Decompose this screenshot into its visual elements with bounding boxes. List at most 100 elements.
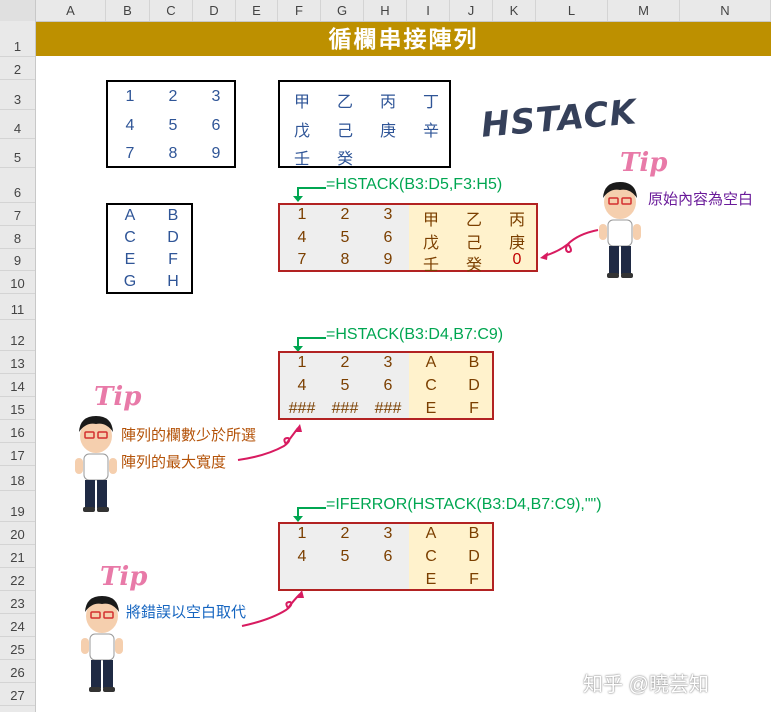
source-letter-cell: D <box>167 229 179 246</box>
row-header-4[interactable]: 4 <box>0 110 35 139</box>
source-stem-cell: 丙 <box>379 94 396 111</box>
arrow-down-icon <box>293 507 326 522</box>
row-header-15[interactable]: 15 <box>0 397 35 420</box>
column-header-n[interactable]: N <box>680 0 771 21</box>
curved-arrow-icon <box>237 424 302 461</box>
result-cell: 5 <box>340 548 350 565</box>
result-cell: 2 <box>340 206 350 223</box>
row-header-14[interactable]: 14 <box>0 374 35 397</box>
source-letter-cell: C <box>124 229 136 246</box>
result-cell: 庚 <box>508 235 525 252</box>
source-stems-box: 甲乙丙丁戊己庚辛壬癸 <box>278 80 451 168</box>
source-number-cell: 2 <box>168 88 178 105</box>
result-cell: ### <box>288 400 316 417</box>
row-header-22[interactable]: 22 <box>0 568 35 591</box>
source-stem-cell: 壬 <box>293 151 310 168</box>
select-all-corner[interactable] <box>0 0 36 21</box>
result-cell: C <box>425 377 437 394</box>
result-cell: A <box>425 354 437 371</box>
source-stem-cell: 庚 <box>379 123 396 140</box>
column-header-h[interactable]: H <box>364 0 407 21</box>
result-cell: ### <box>374 400 402 417</box>
source-number-cell: 1 <box>125 88 135 105</box>
tip-label-2: Tip <box>94 382 142 412</box>
tip-label-1: Tip <box>620 148 668 178</box>
row-header-3[interactable]: 3 <box>0 80 35 110</box>
row-header-7[interactable]: 7 <box>0 203 35 226</box>
row-header-5[interactable]: 5 <box>0 139 35 168</box>
result-cell: F <box>469 571 479 588</box>
column-header-l[interactable]: L <box>536 0 608 21</box>
row-header-11[interactable]: 11 <box>0 294 35 320</box>
row-header-21[interactable]: 21 <box>0 545 35 568</box>
row-header-18[interactable]: 18 <box>0 466 35 491</box>
formula-example-1: =HSTACK(B3:D5,F3:H5) <box>326 176 503 193</box>
row-header-10[interactable]: 10 <box>0 271 35 294</box>
result-cell: B <box>468 354 480 371</box>
source-number-cell: 6 <box>211 117 221 134</box>
column-header-e[interactable]: E <box>236 0 278 21</box>
row-header-27[interactable]: 27 <box>0 683 35 706</box>
page-title: 循欄串接陣列 <box>36 22 771 56</box>
tip-text-2b: 陣列的最大寬度 <box>121 454 227 471</box>
watermark: 知乎 @曉芸知 <box>583 674 709 696</box>
row-header-23[interactable]: 23 <box>0 591 35 614</box>
source-letter-cell: H <box>167 273 179 290</box>
person-illustration-2 <box>75 416 117 512</box>
source-stem-cell: 辛 <box>422 123 439 140</box>
source-stem-cell: 己 <box>336 123 353 140</box>
row-header-1[interactable]: 1 <box>0 21 35 57</box>
row-header-19[interactable]: 19 <box>0 491 35 522</box>
result-cell: 6 <box>383 377 393 394</box>
result-cell: 1 <box>297 525 307 542</box>
column-header-m[interactable]: M <box>608 0 680 21</box>
row-header-8[interactable]: 8 <box>0 226 35 249</box>
result-cell: 2 <box>340 525 350 542</box>
result-cell: 9 <box>383 251 393 268</box>
result-cell: 6 <box>383 548 393 565</box>
source-stem-cell: 戊 <box>293 123 310 140</box>
result-cell: 3 <box>383 206 393 223</box>
row-header-24[interactable]: 24 <box>0 614 35 637</box>
column-header-f[interactable]: F <box>278 0 321 21</box>
formula-example-2: =HSTACK(B3:D4,B7:C9) <box>326 326 504 343</box>
row-header-20[interactable]: 20 <box>0 522 35 545</box>
result-cell: D <box>468 377 480 394</box>
source-number-cell: 7 <box>125 145 135 162</box>
column-header-j[interactable]: J <box>450 0 493 21</box>
result-cell: 1 <box>297 354 307 371</box>
hstack-logo: HSTACK <box>479 92 639 146</box>
column-header-a[interactable]: A <box>36 0 106 21</box>
row-header-26[interactable]: 26 <box>0 660 35 683</box>
result-cell: 7 <box>297 251 307 268</box>
column-header-i[interactable]: I <box>407 0 450 21</box>
column-header-b[interactable]: B <box>106 0 150 21</box>
row-header-12[interactable]: 12 <box>0 320 35 351</box>
column-header-d[interactable]: D <box>193 0 236 21</box>
source-stem-cell: 甲 <box>293 94 310 111</box>
row-header-2[interactable]: 2 <box>0 57 35 80</box>
curved-arrow-icon <box>241 590 304 627</box>
result-cell: 3 <box>383 354 393 371</box>
result-cell: 0 <box>512 251 522 268</box>
person-illustration-1 <box>599 182 641 278</box>
column-header-c[interactable]: C <box>150 0 193 21</box>
result-cell: 4 <box>297 229 307 246</box>
column-header-g[interactable]: G <box>321 0 364 21</box>
column-header-k[interactable]: K <box>493 0 536 21</box>
result-cell: 壬 <box>422 257 439 274</box>
row-header-9[interactable]: 9 <box>0 249 35 271</box>
result-cell: 2 <box>340 354 350 371</box>
row-header-17[interactable]: 17 <box>0 443 35 466</box>
result-cell: C <box>425 548 437 565</box>
row-header-16[interactable]: 16 <box>0 420 35 443</box>
row-header-13[interactable]: 13 <box>0 351 35 374</box>
result-cell: ### <box>331 400 359 417</box>
row-header-25[interactable]: 25 <box>0 637 35 660</box>
source-letter-cell: B <box>167 207 179 224</box>
result-cell: 癸 <box>465 257 482 274</box>
row-header-6[interactable]: 6 <box>0 168 35 203</box>
result-cell: 3 <box>383 525 393 542</box>
